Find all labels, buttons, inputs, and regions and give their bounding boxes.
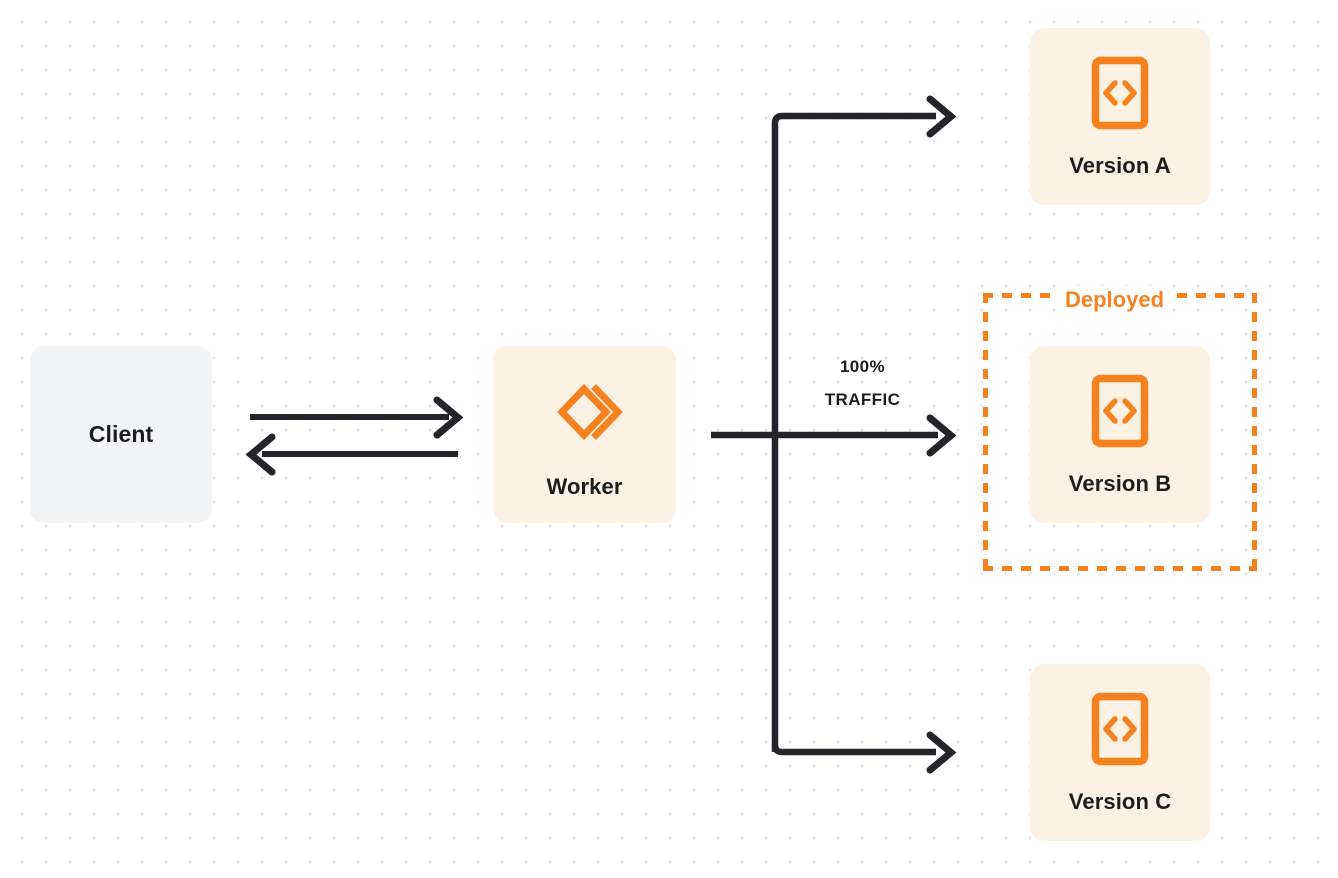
edge-worker-to-version-c — [771, 731, 957, 774]
node-version-c[interactable]: Version C — [1030, 664, 1210, 841]
node-worker-label: Worker — [546, 474, 623, 499]
deployed-border-right — [1252, 293, 1257, 571]
node-client-label: Client — [88, 421, 154, 447]
deployed-border-left — [983, 293, 988, 571]
deployed-group-label: Deployed — [1057, 286, 1173, 314]
node-worker[interactable]: Worker — [493, 346, 676, 523]
workers-logo-icon — [544, 371, 626, 458]
code-file-icon — [1091, 56, 1149, 135]
node-version-a-label: Version A — [1069, 153, 1171, 178]
deployed-border-top-left — [983, 293, 1063, 298]
edge-trunk — [771, 112, 936, 752]
deployed-border-bottom — [983, 566, 1257, 571]
node-version-b-label: Version B — [1068, 471, 1172, 496]
deployed-border-top-right — [1177, 293, 1257, 298]
traffic-word: TRAFFIC — [824, 390, 901, 409]
node-version-c-label: Version C — [1068, 789, 1172, 814]
code-file-icon — [1091, 692, 1149, 771]
node-version-a[interactable]: Version A — [1030, 28, 1210, 205]
traffic-label: 100% TRAFFIC — [790, 350, 935, 416]
edge-worker-to-version-b — [711, 414, 957, 457]
edge-client-to-worker — [250, 396, 464, 439]
edge-worker-to-client — [245, 433, 458, 476]
code-file-icon — [1091, 374, 1149, 453]
traffic-percent: 100% — [839, 357, 886, 376]
node-client[interactable]: Client — [30, 346, 212, 523]
node-version-b[interactable]: Version B — [1030, 346, 1210, 523]
edge-worker-to-version-a — [926, 95, 957, 138]
